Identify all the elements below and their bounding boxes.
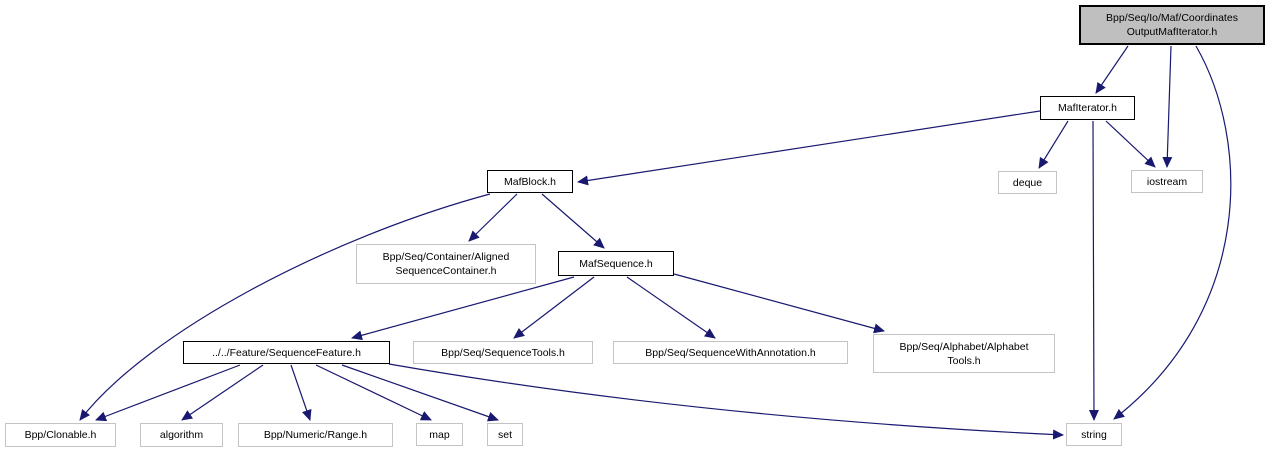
edge-sequencefeature-range <box>290 364 312 421</box>
node-string: string <box>1066 423 1122 446</box>
edge-root-mafiterator <box>1095 45 1129 94</box>
edge-mafblock-mafsequence <box>541 193 605 249</box>
node-clonable: Bpp/Clonable.h <box>5 423 116 447</box>
edge-mafsequence-sequencetools <box>513 276 595 339</box>
edge-sequencefeature-algorithm <box>181 364 264 421</box>
edge-mafsequence-sequencefeature <box>351 276 575 341</box>
node-maf-block[interactable]: MafBlock.h <box>487 170 573 193</box>
edge-root-string <box>1113 45 1232 420</box>
node-range: Bpp/Numeric/Range.h <box>238 423 393 447</box>
node-maf-iterator[interactable]: MafIterator.h <box>1040 96 1135 120</box>
edge-mafblock-alignedcontainer <box>468 193 518 242</box>
node-coordinates-output-maf-iterator: Bpp/Seq/Io/Maf/Coordinates OutputMafIter… <box>1079 5 1265 45</box>
node-map: map <box>416 423 463 446</box>
node-deque: deque <box>998 171 1057 194</box>
node-sequence-with-annotation: Bpp/Seq/SequenceWithAnnotation.h <box>613 341 848 364</box>
edge-mafblock-clonable <box>79 193 491 421</box>
edge-root-iostream <box>1162 45 1173 168</box>
edge-sequencefeature-set <box>341 364 499 422</box>
edge-mafiterator-mafblock <box>577 110 1041 186</box>
edge-sequencefeature-map <box>315 364 432 421</box>
edge-mafsequence-alphabettools <box>673 273 885 334</box>
node-maf-sequence[interactable]: MafSequence.h <box>558 251 674 276</box>
node-sequence-feature[interactable]: ../../Feature/SequenceFeature.h <box>183 341 390 364</box>
edge-mafiterator-string <box>1088 120 1099 421</box>
edge-sequencefeature-clonable <box>95 364 241 422</box>
edge-mafsequence-sequencewithannotation <box>626 276 716 339</box>
node-aligned-sequence-container: Bpp/Seq/Container/Aligned SequenceContai… <box>356 244 536 284</box>
node-iostream: iostream <box>1131 170 1203 193</box>
edge-mafiterator-deque <box>1038 120 1069 169</box>
edge-mafiterator-iostream <box>1105 120 1156 168</box>
node-algorithm: algorithm <box>140 423 223 447</box>
edge-sequencefeature-string <box>388 363 1064 440</box>
node-set: set <box>487 423 523 446</box>
node-sequence-tools: Bpp/Seq/SequenceTools.h <box>413 341 593 364</box>
node-alphabet-tools: Bpp/Seq/Alphabet/Alphabet Tools.h <box>873 334 1055 373</box>
